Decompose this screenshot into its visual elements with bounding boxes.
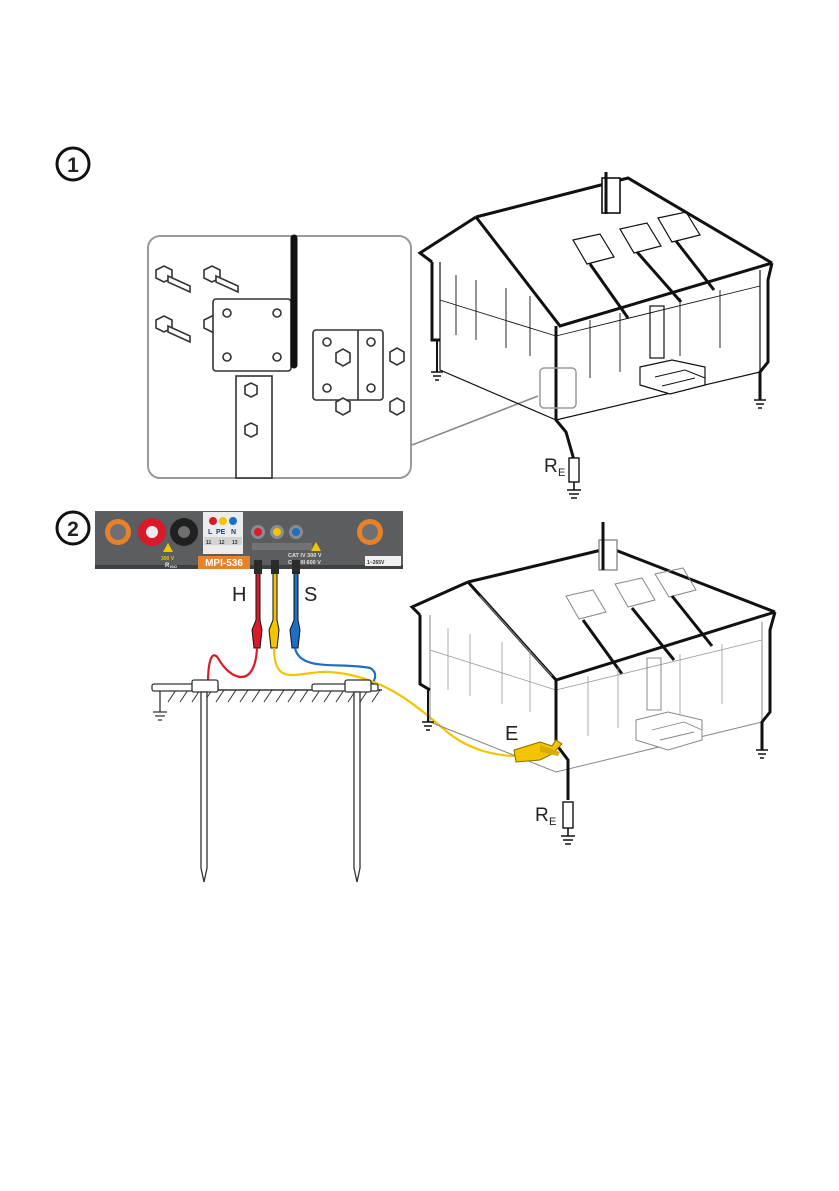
meter-cat-line-1: CAT IV 300 V: [288, 553, 322, 559]
house-2: [412, 522, 775, 844]
red-wire: [208, 648, 257, 684]
step-1-resistance-sub: E: [558, 467, 565, 479]
yellow-wire: [274, 648, 518, 756]
meter-current-mark: 1~265V: [367, 560, 385, 566]
lead-h-label: H: [232, 584, 246, 606]
callout-arrow: [412, 396, 538, 445]
meter-voltage-mark: 300 V: [161, 556, 175, 562]
step-2-resistance-sub: E: [549, 816, 556, 828]
meter-socket-sub-11: 11: [206, 540, 212, 546]
meter-socket-sub-12: 12: [219, 540, 225, 546]
meter-socket-pe: PE: [216, 529, 226, 536]
meter-r-sub: ISO: [170, 564, 177, 569]
step-2-badge: 2: [57, 512, 89, 544]
step-2-resistance-label: R: [535, 805, 549, 826]
probe-current: [152, 680, 218, 882]
step-1-badge: 1: [57, 148, 89, 180]
lead-s-label: S: [304, 584, 317, 606]
meter-model: MPI-536: [205, 558, 243, 569]
crocodile-clip-e: [514, 740, 562, 762]
meter-socket-l: L: [208, 529, 213, 536]
meter-socket-sub-13: 13: [232, 540, 238, 546]
detail-inset: [148, 236, 411, 478]
meter-socket-n: N: [231, 529, 236, 536]
step-2-number: 2: [67, 518, 79, 541]
meter-panel: [95, 511, 403, 569]
probe-voltage: [312, 680, 378, 882]
step-1-number: 1: [67, 154, 79, 177]
test-leads: [252, 560, 300, 648]
lead-e-label: E: [505, 723, 518, 745]
house-1: [420, 172, 772, 498]
step-1-resistance-label: R: [544, 456, 558, 477]
